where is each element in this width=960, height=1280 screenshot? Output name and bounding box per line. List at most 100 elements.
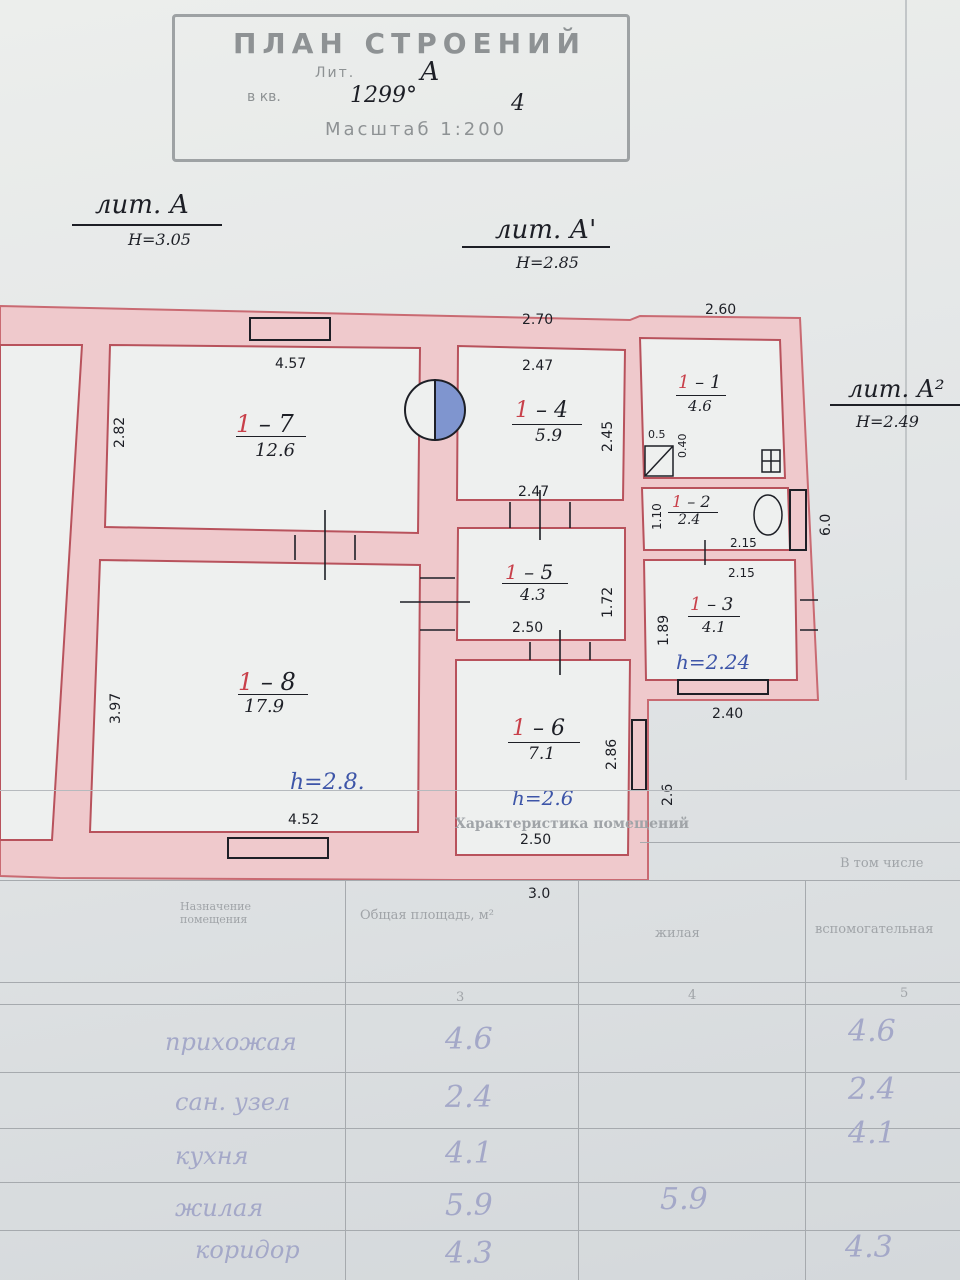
room-1-2-rule	[668, 512, 718, 513]
table-line-3	[0, 982, 960, 983]
table-col-aux: вспомогательная	[815, 922, 934, 937]
room-1-2	[640, 487, 792, 551]
row-living: 5.9	[660, 1182, 708, 1217]
row-aux: 4.1	[848, 1116, 896, 1151]
room-1-7-rule	[236, 436, 306, 437]
window-bottom	[227, 837, 329, 859]
row-total: 4.1	[445, 1136, 493, 1171]
dim-0-40: 0.40	[676, 433, 689, 459]
table-line-4	[0, 1004, 960, 1005]
room-1-5-area: 4.3	[520, 585, 546, 604]
table-vline-3	[805, 880, 806, 1280]
table-row-line-2	[0, 1128, 960, 1129]
table-line-2	[0, 880, 960, 881]
dim-2-45: 2.45	[600, 420, 616, 452]
table-col-name: Назначение помещения	[180, 900, 251, 926]
room-1-3-id: 11-3 – 3	[690, 594, 734, 615]
room-1-2-area: 2.4	[678, 512, 701, 528]
row-name: сан. узел	[175, 1088, 291, 1116]
room-1-6-rule	[508, 742, 580, 743]
dim-3-97: 3.97	[108, 692, 124, 724]
dim-2-40: 2.40	[712, 706, 744, 722]
dim-1-89: 1.89	[656, 614, 672, 646]
label-lit-a2-height: Н=2.49	[856, 412, 919, 431]
room-1-8-id: 11-8 – 8	[238, 668, 296, 696]
table-colnum-3: 3	[456, 990, 465, 1005]
room-1-7	[103, 343, 422, 535]
dim-2-60: 2.60	[705, 302, 737, 318]
rooms-table: Характеристика помещений В том числе Наз…	[0, 790, 960, 1280]
window-top	[249, 317, 331, 341]
room-1-1-rule	[676, 395, 726, 396]
row-total: 4.6	[445, 1022, 493, 1057]
room-1-4	[455, 344, 627, 501]
dim-2-70: 2.70	[522, 312, 554, 328]
row-total: 5.9	[445, 1188, 493, 1223]
table-row-line-3	[0, 1182, 960, 1183]
row-name: кухня	[175, 1142, 249, 1170]
table-colnum-4: 4	[688, 988, 697, 1003]
fixtures	[644, 445, 783, 565]
dim-3-0: 3.0	[528, 886, 551, 902]
dim-2-47-top: 2.47	[522, 358, 554, 374]
row-name: прихожая	[165, 1028, 297, 1056]
stamp-kv-value: 1299°	[350, 83, 417, 108]
stamp-lit-value: А	[420, 57, 440, 87]
dim-2-50-mid: 2.50	[512, 620, 544, 636]
stamp-title: ПЛАН СТРОЕНИЙ	[233, 27, 586, 60]
row-aux: 2.4	[848, 1072, 896, 1107]
margin-line	[905, 0, 907, 780]
label-lit-a2: лит. А²	[848, 375, 945, 403]
room-1-3-rule	[688, 616, 740, 617]
plan-stamp: ПЛАН СТРОЕНИЙ Лит. А в кв. 1299° 4 Масшт…	[172, 14, 630, 162]
room-1-1-id: 11-1 – 1	[678, 372, 722, 393]
table-top-line	[0, 790, 960, 791]
room-1-4-rule	[512, 424, 582, 425]
dim-2-15-b: 2.15	[728, 566, 755, 580]
stamp-kv-extra: 4	[511, 91, 525, 116]
height-2-24: h=2.24	[676, 650, 751, 674]
dim-2-50-bottom: 2.50	[520, 832, 552, 848]
stair-box	[644, 445, 674, 477]
underline-lit-a1	[462, 246, 610, 248]
room-1-6-area: 7.1	[528, 744, 556, 764]
dim-2-47-bottom: 2.47	[518, 484, 550, 500]
room-1-4-area: 5.9	[535, 426, 563, 446]
table-colnum-5: 5	[900, 986, 909, 1001]
label-lit-a-height: Н=3.05	[128, 230, 191, 249]
room-1-5-rule	[502, 583, 568, 584]
dim-1-72: 1.72	[600, 586, 616, 618]
label-lit-a1-height: Н=2.85	[516, 253, 579, 272]
underline-lit-a2	[830, 404, 960, 406]
room-1-2-id: 11-2 – 2	[672, 492, 711, 511]
room-1-8	[88, 558, 422, 833]
dim-4-52: 4.52	[288, 812, 320, 828]
dim-1-10: 1.10	[650, 503, 664, 530]
dim-2-82: 2.82	[112, 416, 128, 448]
dim-2-86: 2.86	[604, 738, 620, 770]
stamp-lit-label: Лит.	[315, 65, 356, 81]
table-line-1	[640, 842, 960, 843]
window-kitchen	[677, 679, 769, 695]
table-row-line-1	[0, 1072, 960, 1073]
label-lit-a1: лит. А'	[495, 215, 597, 245]
dim-2-15-a: 2.15	[730, 536, 757, 550]
row-aux: 4.3	[845, 1230, 893, 1265]
room-1-7-id: 11-7 – 7	[236, 410, 294, 438]
dim-6-0: 6.0	[818, 513, 834, 536]
room-1-1	[638, 336, 787, 479]
room-1-3	[642, 559, 799, 681]
row-name: жилая	[175, 1194, 264, 1222]
room-1-3-area: 4.1	[702, 618, 726, 636]
dim-0-5: 0.5	[648, 428, 666, 441]
window-right	[789, 489, 807, 551]
room-left-strip	[0, 344, 84, 841]
stove-symbol	[404, 378, 466, 442]
row-aux: 4.6	[848, 1014, 896, 1049]
label-lit-a: лит. А	[95, 190, 190, 220]
windows	[227, 317, 807, 859]
toilet	[753, 494, 783, 536]
stamp-scale: Масштаб 1:200	[325, 119, 508, 140]
table-title: Характеристика помещений	[455, 816, 690, 832]
